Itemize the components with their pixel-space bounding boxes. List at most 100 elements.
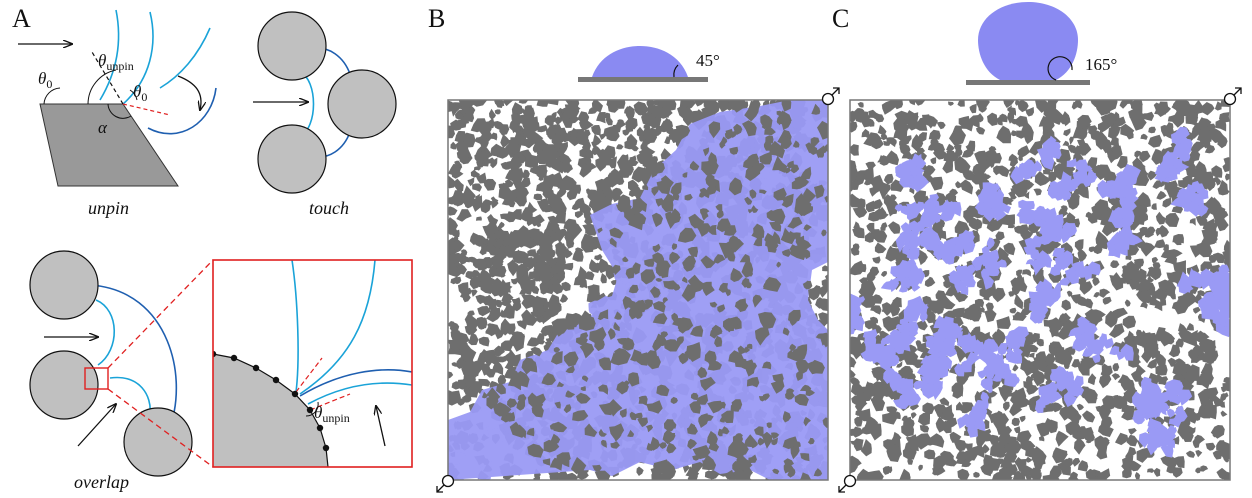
solid-grain	[886, 137, 897, 148]
invaded-fluid	[902, 245, 911, 257]
solid-grain	[783, 458, 794, 467]
solid-grain	[629, 411, 638, 421]
vertex-dot	[272, 376, 280, 384]
solid-grain	[564, 262, 574, 271]
solid-grain	[967, 140, 976, 153]
invaded-fluid	[606, 311, 620, 328]
solid-grain	[1199, 370, 1214, 386]
invaded-fluid	[462, 454, 479, 473]
solid-grain	[936, 121, 946, 130]
solid-grain	[751, 230, 763, 239]
solid-grain	[536, 262, 545, 270]
solid-grain	[609, 237, 617, 248]
solid-grain	[663, 419, 676, 432]
solid-grain	[507, 353, 521, 368]
solid-grain	[968, 216, 979, 231]
solid-grain	[1026, 344, 1039, 353]
solid-grain	[789, 343, 797, 352]
solid-grain	[522, 125, 536, 139]
solid-grain	[792, 441, 801, 448]
solid-grain	[1110, 272, 1124, 291]
solid-grain	[1203, 140, 1210, 149]
solid-grain	[479, 268, 492, 288]
invaded-fluid	[1067, 225, 1077, 236]
solid-grain	[642, 185, 649, 191]
invaded-fluid	[904, 336, 911, 345]
solid-grain	[464, 312, 480, 332]
solid-grain	[728, 177, 743, 196]
solid-grain	[598, 357, 611, 371]
solid-grain	[671, 312, 678, 322]
alpha-label: α	[98, 118, 108, 137]
solid-grain	[527, 392, 543, 408]
solid-grain	[999, 113, 1008, 123]
solid-grain	[960, 179, 974, 195]
solid-grain	[533, 193, 543, 201]
invaded-fluid	[988, 364, 1004, 378]
invaded-fluid	[473, 426, 489, 441]
solid-grain	[683, 255, 696, 267]
invaded-fluid	[1092, 353, 1101, 364]
solid-grain	[962, 169, 975, 181]
solid-grain	[1197, 126, 1212, 143]
solid-grain	[518, 100, 529, 104]
solid-grain	[1058, 118, 1067, 125]
solid-grain	[1014, 293, 1024, 310]
solid-grain	[822, 417, 828, 428]
solid-grain	[1211, 176, 1217, 184]
invaded-fluid	[933, 213, 941, 224]
solid-grain	[724, 469, 734, 480]
solid-grain	[570, 457, 587, 475]
solid-grain	[1073, 412, 1082, 421]
solid-grain	[1220, 393, 1227, 402]
solid-grain	[1202, 218, 1215, 232]
droplet-b-angle-label: 45°	[696, 51, 720, 70]
solid-grain	[883, 173, 894, 185]
solid-grain	[1073, 188, 1082, 195]
invaded-fluid	[986, 237, 995, 250]
zoom-region-marker	[84, 367, 109, 390]
invaded-fluid	[978, 399, 989, 411]
solid-grain	[928, 129, 941, 140]
solid-grain	[734, 402, 740, 408]
invaded-fluid	[1082, 347, 1094, 357]
solid-grain	[465, 358, 475, 368]
solid-grain	[893, 127, 906, 141]
solid-grain	[1055, 430, 1069, 447]
solid-grain	[742, 120, 757, 137]
solid-grain	[1012, 314, 1020, 321]
solid-grain	[850, 144, 859, 156]
solid-grain	[968, 307, 979, 317]
solid-grain	[989, 442, 1006, 457]
solid-grain	[582, 271, 595, 281]
solid-grain	[1060, 205, 1068, 212]
solid-grain	[956, 347, 969, 363]
solid-grain	[1102, 395, 1115, 412]
solid-grain	[1115, 432, 1129, 446]
solid-grain	[514, 370, 530, 388]
solid-grain	[769, 140, 785, 159]
solid-grain	[672, 283, 681, 291]
solid-grain	[1195, 215, 1208, 226]
solid-grain	[636, 413, 643, 419]
solid-grain	[1096, 475, 1107, 480]
solid-grain	[1142, 332, 1159, 348]
solid-grain	[1090, 373, 1097, 381]
theta-unpin-label: θunpin	[98, 51, 134, 73]
solid-grain	[690, 325, 704, 337]
solid-grain	[1154, 300, 1163, 312]
solid-grain	[607, 156, 617, 169]
solid-grain	[1142, 167, 1149, 177]
solid-grain	[1158, 376, 1167, 386]
solid-grain	[1045, 105, 1064, 125]
solid-grain	[951, 381, 964, 397]
solid-grain	[1192, 344, 1204, 357]
invaded-fluid	[929, 193, 939, 202]
solid-grain	[1085, 437, 1092, 444]
solid-grain	[1102, 296, 1112, 305]
solid-grain	[690, 392, 699, 401]
invaded-fluid	[1171, 159, 1181, 167]
solid-grain	[485, 294, 499, 308]
solid-grain	[855, 408, 862, 416]
solid-grain	[915, 433, 933, 450]
